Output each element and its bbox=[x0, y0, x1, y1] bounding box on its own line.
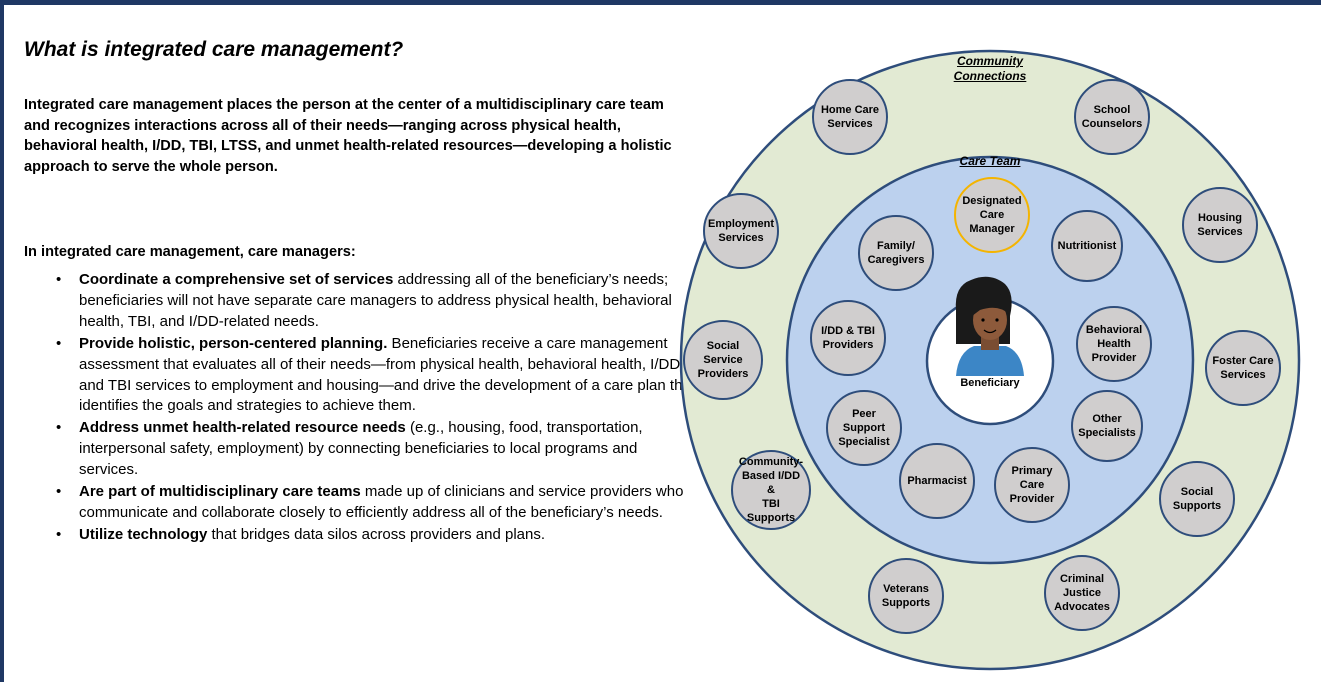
list-item-text: Beneficiaries receive a care management … bbox=[79, 334, 695, 415]
node-employment-services: Employment Services bbox=[703, 193, 779, 269]
node-community-based-idd-tbi-supports: Community- Based I/DD & TBI Supports bbox=[731, 450, 811, 530]
bullet-list-lead: In integrated care management, care mana… bbox=[24, 244, 356, 260]
node-home-care-services: Home Care Services bbox=[812, 79, 888, 155]
list-item-text: (e.g., housing, food, transportation, in… bbox=[79, 419, 643, 479]
node-social-service-providers: Social Service Providers bbox=[683, 320, 763, 400]
list-item-text: made up of clinicians and service provid… bbox=[79, 483, 684, 521]
node-veterans-supports: Veterans Supports bbox=[868, 558, 944, 634]
node-family-caregivers: Family/ Caregivers bbox=[858, 215, 934, 291]
top-border bbox=[0, 0, 1321, 5]
node-criminal-justice-advocates: Criminal Justice Advocates bbox=[1044, 555, 1120, 631]
node-peer-support-specialist: Peer Support Specialist bbox=[826, 390, 902, 466]
list-item: Address unmet health-related resource ne… bbox=[56, 418, 696, 481]
list-item-text: that bridges data silos across providers… bbox=[207, 525, 546, 543]
node-other-specialists: Other Specialists bbox=[1071, 390, 1143, 462]
node-social-supports: Social Supports bbox=[1159, 461, 1235, 537]
list-item-bold: Are part of multidisciplinary care teams bbox=[79, 483, 361, 501]
care-team-label: Care Team bbox=[959, 154, 1021, 168]
node-pharmacist: Pharmacist bbox=[899, 443, 975, 519]
list-item-bold: Address unmet health-related resource ne… bbox=[79, 419, 406, 437]
list-item: Coordinate a comprehensive set of servic… bbox=[56, 270, 696, 333]
beneficiary-person-icon bbox=[955, 276, 1024, 376]
node-nutritionist: Nutritionist bbox=[1051, 210, 1123, 282]
beneficiary-label: Beneficiary bbox=[960, 377, 1020, 389]
left-border bbox=[0, 0, 4, 682]
list-item-bold: Utilize technology bbox=[79, 525, 208, 543]
intro-paragraph: Integrated care management places the pe… bbox=[24, 97, 672, 175]
node-behavioral-health-provider: Behavioral Health Provider bbox=[1076, 306, 1152, 382]
node-idd-tbi-providers: I/DD & TBI Providers bbox=[810, 300, 886, 376]
list-item: Utilize technology that bridges data sil… bbox=[56, 525, 696, 546]
responsibilities-list: Coordinate a comprehensive set of servic… bbox=[56, 270, 696, 547]
list-item-bold: Provide holistic, person-centered planni… bbox=[79, 334, 388, 352]
list-item-text: addressing all of the beneficiary’s need… bbox=[79, 271, 672, 330]
node-primary-care-provider: Primary Care Provider bbox=[994, 447, 1070, 523]
care-team-diagram: Community Connections Care Team Benefici… bbox=[674, 40, 1321, 680]
community-connections-label: Community Connections bbox=[953, 54, 1027, 83]
node-housing-services: Housing Services bbox=[1182, 187, 1258, 263]
page-title: What is integrated care management? bbox=[24, 38, 404, 61]
node-foster-care-services: Foster Care Services bbox=[1205, 330, 1281, 406]
list-item: Are part of multidisciplinary care teams… bbox=[56, 482, 696, 524]
list-item-bold: Coordinate a comprehensive set of servic… bbox=[79, 271, 394, 288]
node-school-counselors: School Counselors bbox=[1074, 79, 1150, 155]
list-item: Provide holistic, person-centered planni… bbox=[56, 334, 696, 418]
node-designated-care-manager: Designated Care Manager bbox=[954, 177, 1030, 253]
